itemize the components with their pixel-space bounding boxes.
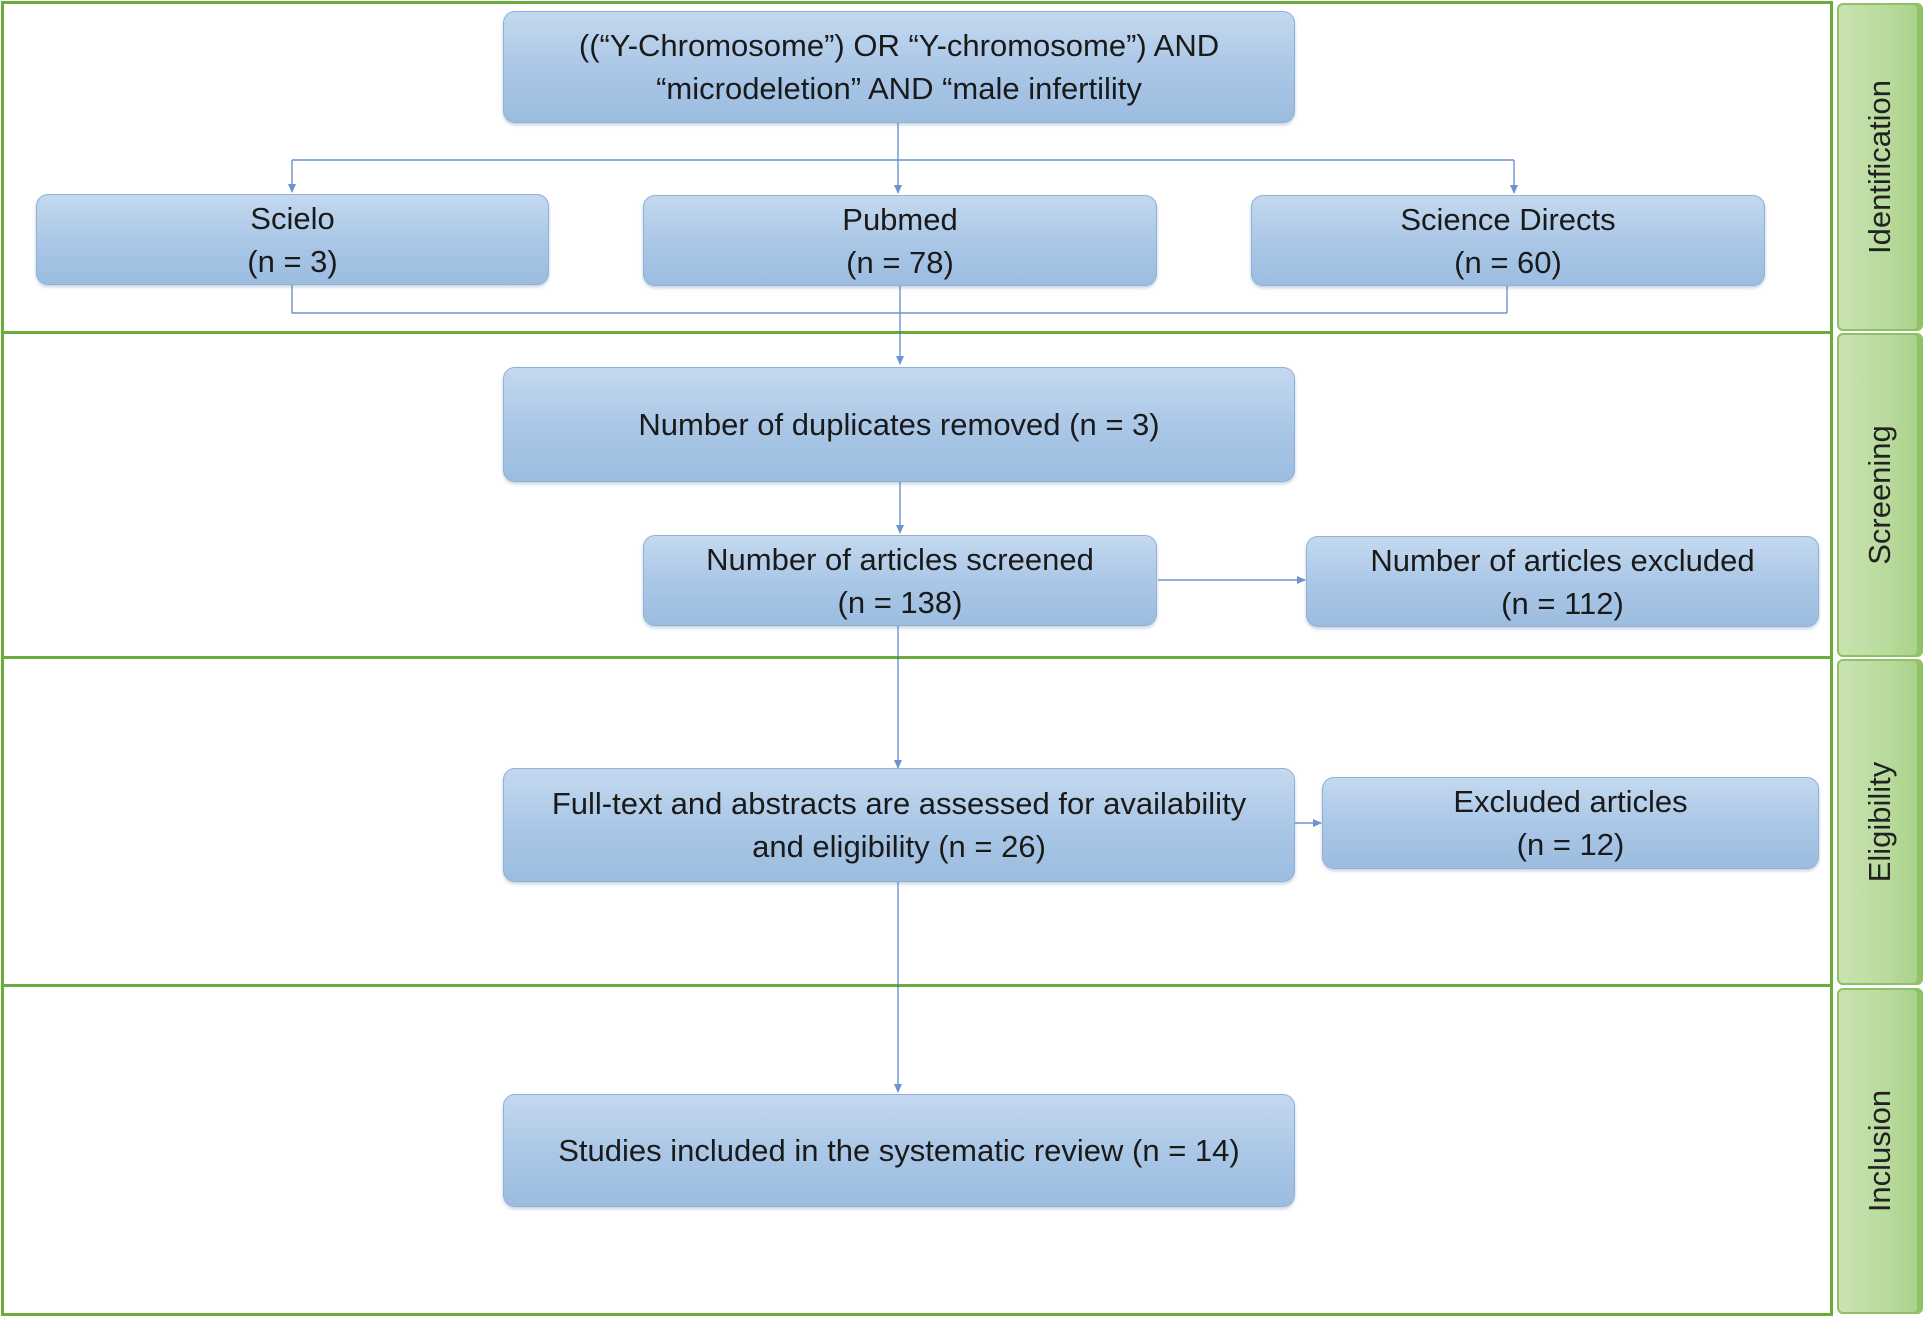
duplicates-removed-text: Number of duplicates removed (n = 3) [638,407,1160,442]
search-query-line1: ((“Y-Chromosome”) OR “Y-chromosome”) AND [578,28,1220,63]
pubmed-label: Pubmed [842,201,958,237]
articles-screened-count: (n = 138) [837,584,963,620]
source-scielo-box: Scielo (n = 3) [36,194,549,285]
search-query-box: ((“Y-Chromosome”) OR “Y-chromosome”) AND… [503,11,1295,123]
science-directs-label: Science Directs [1400,201,1616,237]
articles-excluded-count: (n = 112) [1501,585,1624,621]
articles-screened-box: Number of articles screened (n = 138) [643,535,1157,626]
source-science-directs-box: Science Directs (n = 60) [1251,195,1765,286]
fulltext-assessed-box: Full-text and abstracts are assessed for… [503,768,1295,882]
scielo-count: (n = 3) [247,243,338,279]
articles-excluded-label: Number of articles excluded [1370,542,1755,578]
excluded-articles-label: Excluded articles [1453,784,1688,819]
source-pubmed-box: Pubmed (n = 78) [643,195,1157,286]
stage-tab-eligibility: Eligibility [1837,659,1923,985]
studies-included-box: Studies included in the systematic revie… [503,1094,1295,1207]
search-query-line2: “microdeletion” AND “male infertility [656,71,1142,106]
stage-tab-screening: Screening [1837,333,1923,657]
pubmed-count: (n = 78) [846,244,954,280]
articles-excluded-box: Number of articles excluded (n = 112) [1306,536,1819,627]
fulltext-assessed-line2: and eligibility (n = 26) [752,829,1046,864]
stage-tab-identification: Identification [1837,3,1923,331]
fulltext-assessed-line1: Full-text and abstracts are assessed for… [551,786,1247,821]
stage-tab-inclusion: Inclusion [1837,988,1923,1314]
science-directs-count: (n = 60) [1454,244,1562,280]
articles-screened-label: Number of articles screened [706,541,1094,577]
excluded-articles-box: Excluded articles (n = 12) [1322,777,1819,869]
studies-included-text: Studies included in the systematic revie… [558,1133,1240,1168]
excluded-articles-count: (n = 12) [1516,827,1625,862]
scielo-label: Scielo [250,200,335,236]
duplicates-removed-box: Number of duplicates removed (n = 3) [503,367,1295,482]
